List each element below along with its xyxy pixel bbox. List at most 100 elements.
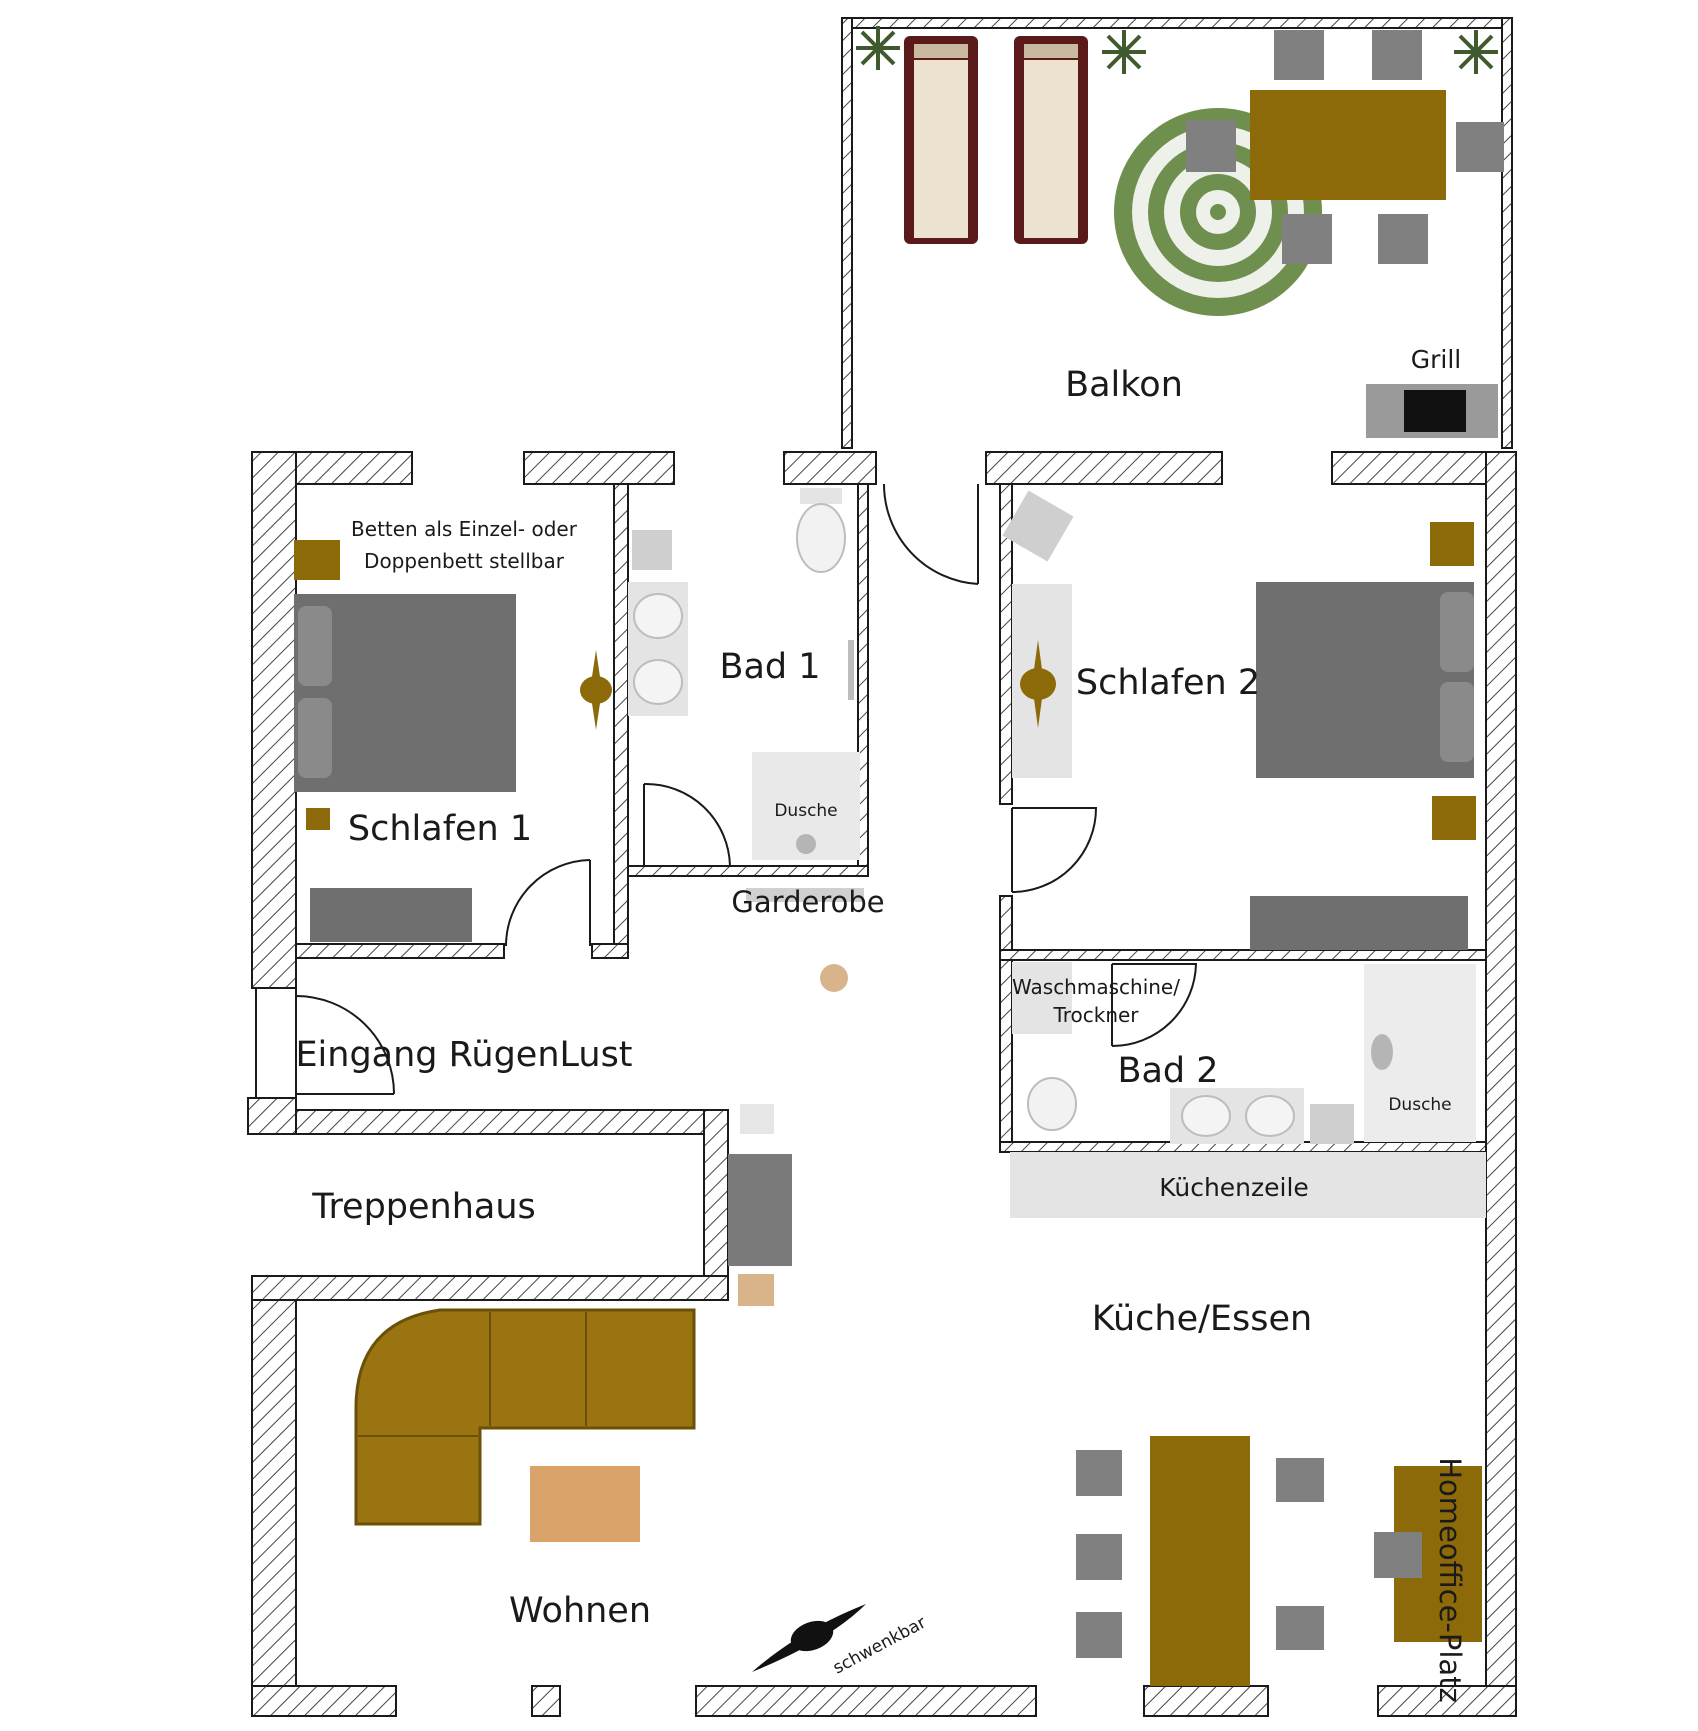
label-homeoffice: Homeoffice-Platz	[1433, 1457, 1467, 1703]
door-schlafen1	[505, 859, 591, 947]
chair-icon	[1076, 1612, 1122, 1658]
toilet-icon	[796, 503, 846, 573]
kitchen-counter	[1010, 1152, 1486, 1218]
chair-icon	[1276, 1458, 1324, 1502]
chair-icon	[1282, 214, 1332, 264]
bottom-wall-seg-5	[1377, 1685, 1517, 1717]
plant-icon	[1102, 30, 1146, 74]
bottom-wall-seg-4	[1143, 1685, 1269, 1717]
chair-icon	[1276, 1606, 1324, 1650]
stool-icon	[740, 1104, 774, 1134]
label-bed-note-2: Doppenbett stellbar	[364, 549, 565, 573]
nightstand	[1430, 522, 1474, 566]
balcony-wall-right	[1501, 17, 1513, 449]
label-grill: Grill	[1411, 345, 1462, 374]
wardrobe	[310, 888, 472, 942]
grill-icon	[1366, 384, 1498, 438]
schlafen1-furniture	[294, 540, 612, 942]
towel-shelf	[632, 530, 672, 570]
sun-lounger	[904, 36, 978, 244]
chair-icon	[1186, 120, 1236, 172]
ceiling-lamp-icon	[1020, 640, 1056, 728]
bottom-wall-seg-2	[531, 1685, 561, 1717]
label-eingang: Eingang RügenLust	[295, 1035, 632, 1075]
top-wall-seg-3	[783, 451, 877, 485]
balcony-table	[1250, 90, 1446, 200]
shower-drain-icon	[796, 834, 816, 854]
armchair	[1002, 490, 1074, 562]
towel-rail	[848, 640, 854, 700]
label-bed-note-1: Betten als Einzel- oder	[351, 517, 578, 541]
label-kueche: Küche/Essen	[1092, 1299, 1312, 1339]
chair-icon	[1076, 1450, 1122, 1496]
label-bad2: Bad 2	[1117, 1051, 1218, 1091]
label-wohnen: Wohnen	[509, 1591, 651, 1631]
stair-wall-bottom	[251, 1275, 729, 1301]
corner-sofa	[354, 1308, 696, 1526]
chair-icon	[1374, 1532, 1422, 1578]
label-schwenkbar: schwenkbar	[830, 1613, 930, 1679]
label-balkon: Balkon	[1065, 365, 1183, 405]
top-wall-seg-2	[523, 451, 675, 485]
chair-icon	[1372, 30, 1422, 80]
entrance-wall-left	[247, 1097, 297, 1135]
pillow	[1440, 592, 1474, 672]
dining-table	[1150, 1436, 1250, 1686]
door-schlafen2	[1011, 807, 1098, 893]
label-schlafen1: Schlafen 1	[348, 809, 532, 849]
stool-icon	[738, 1274, 774, 1306]
door-hall-top	[882, 483, 979, 585]
lamp-icon	[820, 964, 848, 992]
stair-wall-right	[703, 1109, 729, 1301]
label-wasch-1: Waschmaschine/	[1012, 975, 1180, 999]
nightstand	[306, 808, 330, 830]
label-treppenhaus: Treppenhaus	[311, 1187, 536, 1227]
coat-rack	[746, 888, 864, 902]
label-schlafen2: Schlafen 2	[1076, 663, 1260, 703]
sink-icon	[633, 593, 683, 639]
sink-icon	[1245, 1095, 1295, 1137]
nightstand	[1432, 796, 1476, 840]
hall-fixtures	[728, 888, 864, 1306]
plant-icon	[1454, 30, 1498, 74]
walls	[247, 17, 1517, 1717]
chair-icon	[1274, 30, 1324, 80]
chair-icon	[1378, 214, 1428, 264]
pillow	[1440, 682, 1474, 762]
wardrobe	[1250, 896, 1468, 950]
label-bad1: Bad 1	[719, 647, 820, 687]
console-table	[728, 1154, 792, 1266]
label-wasch-2: Trockner	[1052, 1003, 1139, 1027]
coffee-table	[530, 1466, 640, 1542]
pillow	[298, 606, 332, 686]
washing-machine	[1012, 962, 1072, 1034]
kitchen-furniture	[1010, 1152, 1486, 1686]
double-bed	[1256, 582, 1474, 778]
balcony-wall-top	[841, 17, 1513, 29]
ceiling-fan-icon	[752, 1604, 866, 1672]
sz2-wall-left-b	[999, 895, 1013, 1153]
sun-lounger	[1014, 36, 1088, 244]
sink-icon	[1181, 1095, 1231, 1137]
bad2-fixtures	[1012, 962, 1476, 1144]
nightstand	[294, 540, 340, 580]
door-entrance	[255, 987, 395, 1099]
bad1-fixtures	[628, 488, 860, 860]
shower-drain-icon	[1371, 1034, 1393, 1070]
balcony-wall-left	[841, 17, 853, 449]
toilet-icon	[1027, 1077, 1077, 1131]
doors	[255, 483, 1198, 1099]
label-kuechenzeile: Küchenzeile	[1159, 1173, 1309, 1202]
sz1-wall-bottom-b	[591, 943, 629, 959]
top-wall-seg-4	[985, 451, 1223, 485]
cabinet	[1310, 1104, 1354, 1144]
sz1-wall-right	[613, 483, 629, 957]
right-wall	[1485, 451, 1517, 1717]
label-dusche2: Dusche	[1388, 1095, 1451, 1115]
door-bad2	[1111, 963, 1198, 1047]
stair-wall-top	[247, 1109, 729, 1135]
pillow	[298, 698, 332, 778]
balcony-furniture	[856, 26, 1504, 438]
bottom-wall-seg-3	[695, 1685, 1037, 1717]
